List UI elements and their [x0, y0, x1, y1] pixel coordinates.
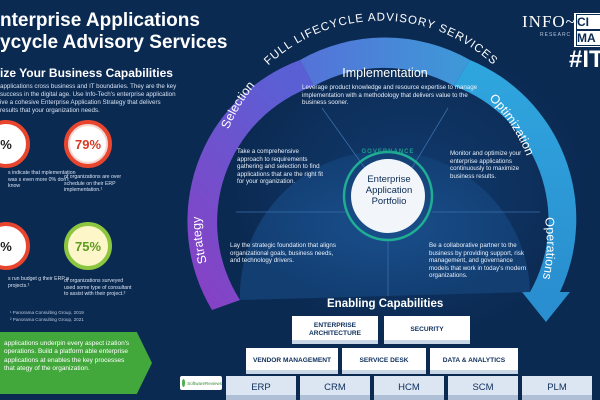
- banner-text: applications underpin every aspect izati…: [4, 340, 130, 373]
- wheel-ring-top: [300, 37, 470, 86]
- block-security: SECURITY: [384, 316, 470, 344]
- infotech-logo: INFO~: [522, 12, 576, 31]
- center-circle: [351, 159, 425, 233]
- stat-text-1: s indicate that mplementation was s even…: [8, 170, 76, 190]
- block-crm: CRM: [300, 376, 370, 400]
- divider-line-2: [405, 107, 449, 179]
- stat-circle-4: 75%: [64, 222, 112, 270]
- desc-selection: Take a comprehensive approach to require…: [237, 148, 323, 186]
- reference-2: ² Panorama Consulting Group, 2021: [10, 317, 84, 322]
- block-vendor-management: VENDOR MANAGEMENT: [246, 348, 338, 374]
- hash-it-logo: #IT: [569, 46, 600, 73]
- center-label: Enterprise Application Portfolio: [365, 174, 413, 207]
- block-erp: ERP: [226, 376, 296, 400]
- page-title: nterprise Applications ycycle Advisory S…: [0, 10, 227, 54]
- stat-value-1: %: [0, 136, 12, 152]
- block-scm: SCM: [448, 376, 518, 400]
- cio-badge: CI MA: [574, 13, 600, 47]
- block-service-desk: SERVICE DESK: [342, 348, 426, 374]
- softwarereviews-label: SoftwareReviews: [187, 380, 222, 386]
- stat-circle-2: 79%: [64, 120, 112, 168]
- divider-line-1: [321, 107, 373, 179]
- wheel-ring-right: [454, 60, 577, 292]
- title-line-1: nterprise Applications: [0, 10, 200, 31]
- softwarereviews-badge: SoftwareReviews: [180, 376, 222, 390]
- intro-text: applications cross business and IT bound…: [0, 83, 177, 114]
- stat-text-2: of organizations are over schedule on th…: [64, 174, 122, 194]
- phase-label-operations: Operations: [540, 216, 558, 280]
- title-line-2: ycycle Advisory Services: [0, 32, 228, 53]
- section-subtitle: ize Your Business Capabilities: [0, 66, 173, 80]
- block-data-analytics: DATA & ANALYTICS: [430, 348, 518, 374]
- stat-text-3: s run budget g their ERP n projects.¹: [8, 276, 70, 289]
- stat-value-4: 75%: [74, 238, 102, 254]
- stat-text-4: of organizations surveyed used some type…: [64, 278, 132, 298]
- governance-ring: [342, 150, 434, 242]
- desc-implementation: Leverage product knowledge and resource …: [302, 84, 478, 107]
- stat-value-2: 79%: [74, 136, 102, 152]
- wheel-ring-left: [187, 60, 314, 310]
- cio-line-2: MA: [576, 30, 600, 46]
- block-plm: PLM: [522, 376, 592, 400]
- stat-value-3: %: [0, 238, 12, 254]
- research-label: RESEARC: [540, 32, 572, 38]
- wheel-arrow-head: [522, 292, 570, 322]
- green-banner: [0, 332, 152, 394]
- block-hcm: HCM: [374, 376, 444, 400]
- reference-1: ¹ Panorama Consulting Group, 2019: [10, 310, 84, 315]
- cio-line-1: CI: [576, 14, 600, 30]
- desc-optimization: Monitor and optimize your enterprise app…: [450, 150, 522, 180]
- enabling-capabilities-title: Enabling Capabilities: [327, 298, 444, 310]
- desc-strategy: Lay the strategic foundation that aligns…: [230, 242, 336, 265]
- governance-label: GOVERNANCE: [361, 149, 415, 155]
- desc-operations: Be a collaborative partner to the busine…: [429, 242, 527, 280]
- softwarereviews-icon: [182, 379, 186, 387]
- phase-label-implementation: Implementation: [342, 66, 428, 80]
- block-enterprise-architecture: ENTERPRISE ARCHITECTURE: [292, 316, 378, 344]
